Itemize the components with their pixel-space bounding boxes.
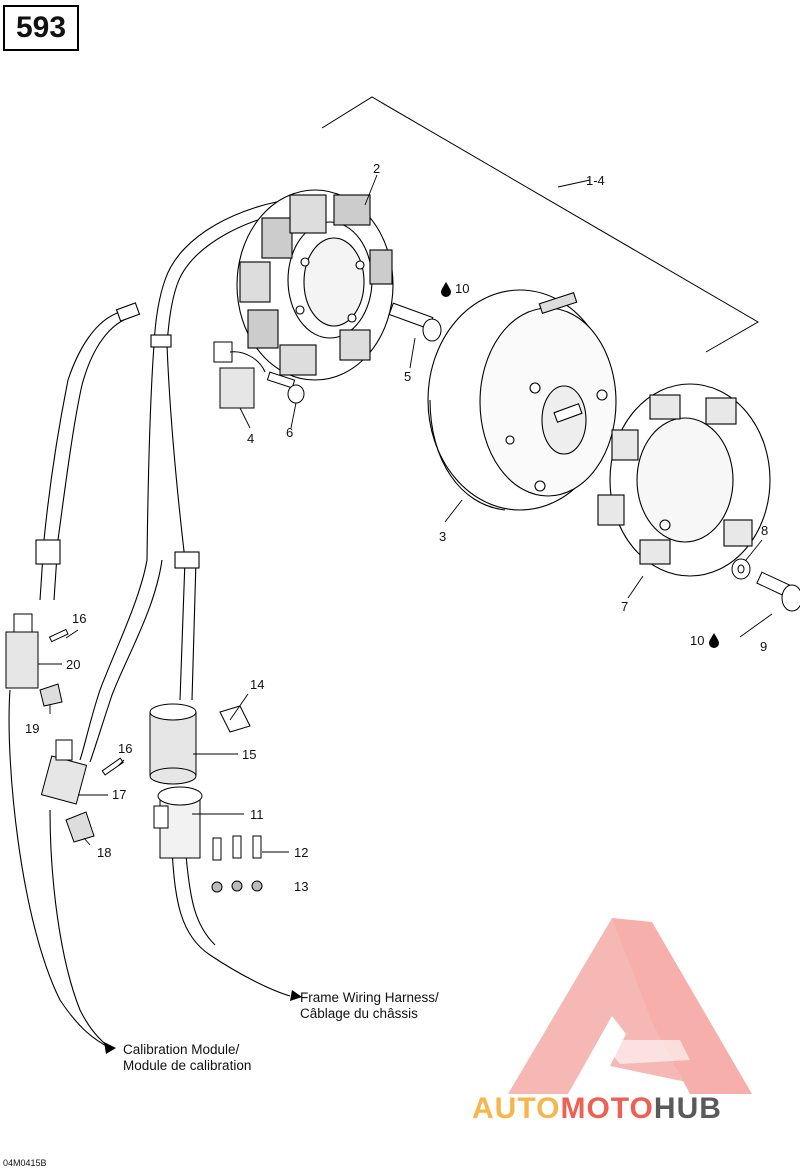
callout-1-4: 1-4: [586, 173, 605, 188]
oil-drop-icon: [709, 633, 719, 648]
connector-20: [5, 613, 39, 689]
trigger-connector: [213, 341, 266, 409]
clip-19: [39, 683, 63, 707]
callout-10-top: 10: [455, 281, 470, 296]
page-number-box: 593: [3, 5, 79, 51]
callout-3: 3: [439, 529, 447, 544]
calibration-note-fr: Module de calibration: [123, 1058, 252, 1073]
callout-20: 20: [66, 657, 81, 672]
watermark-logo: [508, 918, 752, 1094]
callout-12: 12: [294, 845, 309, 860]
callout-14: 14: [250, 677, 265, 692]
pin-16b: [101, 757, 124, 776]
stator: [236, 189, 394, 381]
assembly-bracket: [321, 96, 759, 353]
callout-19: 19: [25, 721, 40, 736]
callout-6: 6: [286, 425, 294, 440]
callout-8: 8: [761, 523, 769, 538]
callout-11: 11: [250, 807, 264, 822]
frame-harness-note-en: Frame Wiring Harness/: [300, 990, 439, 1005]
callout-16-upper: 16: [72, 611, 87, 626]
oil-drop-icon: [441, 282, 451, 297]
bolt-9: [756, 571, 800, 612]
connector-15: [149, 703, 197, 785]
seals-13: [211, 880, 263, 893]
brand-part-auto: AUTO: [472, 1092, 561, 1125]
bolt-5: [388, 302, 442, 342]
screw-6: [266, 371, 305, 404]
callout-10-bottom: 10: [690, 633, 705, 648]
callout-17: 17: [112, 787, 127, 802]
callout-7: 7: [621, 599, 629, 614]
callout-15: 15: [242, 747, 257, 762]
brand-part-hub: HUB: [653, 1092, 722, 1125]
starter-ring: [597, 383, 771, 577]
calibration-note-en: Calibration Module/: [123, 1042, 240, 1057]
terminal-14: [219, 705, 251, 733]
callout-5: 5: [404, 369, 412, 384]
callout-2: 2: [373, 161, 381, 176]
leader-lines: [38, 174, 773, 853]
washer-8: [731, 558, 751, 580]
watermark-brand: AUTOMOTOHUB: [472, 1092, 722, 1126]
connector-11: [153, 786, 203, 859]
callout-13: 13: [294, 879, 309, 894]
drawing-code: 04M0415B: [3, 1158, 47, 1168]
callout-9: 9: [760, 639, 768, 654]
callout-4: 4: [247, 431, 255, 446]
terminals-12: [212, 835, 262, 861]
pin-16a: [48, 628, 69, 643]
connector-17: [40, 739, 88, 805]
callout-16-lower: 16: [118, 741, 133, 756]
clip-18: [65, 811, 95, 843]
callout-18: 18: [97, 845, 112, 860]
brand-part-moto: MOTO: [560, 1092, 654, 1125]
arrows: [104, 990, 302, 1054]
frame-harness-note-fr: Câblage du châssis: [300, 1006, 418, 1021]
flywheel: [427, 289, 617, 511]
